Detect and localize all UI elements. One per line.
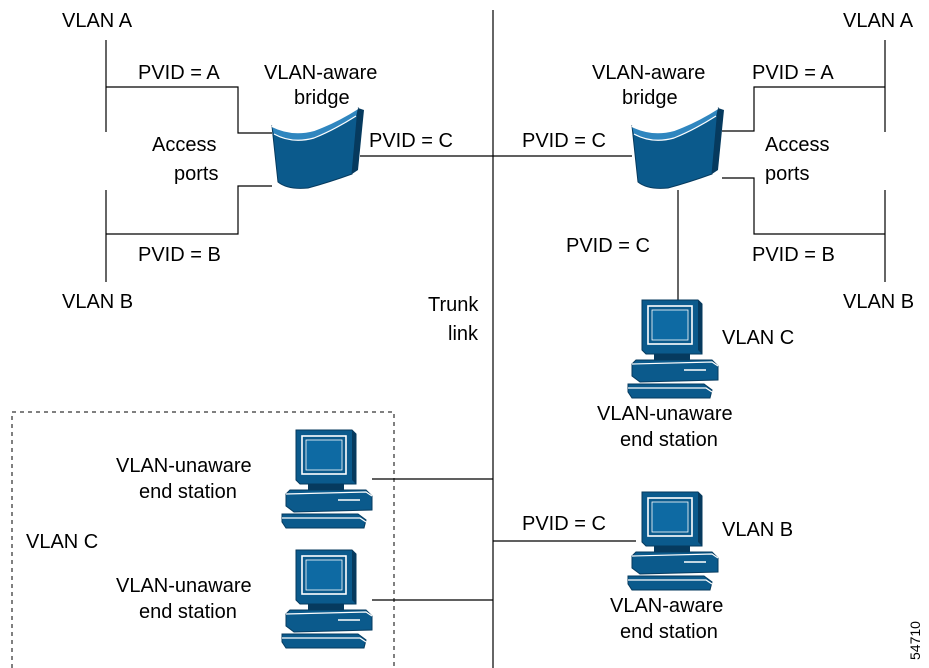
trunk-label-2: link (448, 323, 479, 345)
access-right-label-2: ports (765, 163, 809, 185)
vlan-c-box-label: VLAN C (26, 531, 98, 553)
unaware-right-label-2: end station (620, 429, 718, 451)
unaware-station-right-computer-icon (627, 299, 719, 399)
vlan-b-right-label: VLAN B (843, 291, 914, 313)
vlan-b-left-label: VLAN B (62, 291, 133, 313)
pvid-b-right-label: PVID = B (752, 244, 835, 266)
unaware-station-2-computer-icon (281, 549, 373, 649)
left-bridge-icon (271, 107, 365, 190)
unaware-box2-label-1: VLAN-unaware (116, 575, 252, 597)
pvid-c-aware-station-label: PVID = C (522, 513, 606, 535)
pvid-a-right-label: PVID = A (752, 62, 834, 84)
bridge-right-title-1: VLAN-aware (592, 62, 705, 84)
vlan-a-left-label: VLAN A (62, 10, 133, 32)
figure-number: 54710 (907, 621, 923, 660)
vlan-b-station-tag: VLAN B (722, 519, 793, 541)
vlan-a-right-label: VLAN A (843, 10, 914, 32)
aware-station-label-1: VLAN-aware (610, 595, 723, 617)
aware-station-label-2: end station (620, 621, 718, 643)
access-link-b-left (106, 185, 272, 235)
unaware-right-label-1: VLAN-unaware (597, 403, 733, 425)
aware-station-computer-icon (627, 491, 719, 591)
pvid-c-down-label: PVID = C (566, 235, 650, 257)
bridge-left-title-2: bridge (294, 87, 350, 109)
access-link-a-left (106, 86, 272, 134)
access-link-a-right (722, 86, 885, 132)
trunk-label-1: Trunk (428, 294, 479, 316)
pvid-b-left-label: PVID = B (138, 244, 221, 266)
bridge-left-title-1: VLAN-aware (264, 62, 377, 84)
unaware-box2-label-2: end station (139, 601, 237, 623)
unaware-box1-label-2: end station (139, 481, 237, 503)
right-bridge-icon (631, 107, 725, 190)
access-link-b-right (722, 177, 885, 235)
pvid-c-right-bridge-label: PVID = C (522, 130, 606, 152)
unaware-station-1-computer-icon (281, 429, 373, 529)
bridge-right-title-2: bridge (622, 87, 678, 109)
vlan-c-station-tag: VLAN C (722, 327, 794, 349)
vlan-c-group-box (11, 411, 395, 668)
access-right-label-1: Access (765, 134, 829, 156)
unaware-box1-label-1: VLAN-unaware (116, 455, 252, 477)
access-left-label-2: ports (174, 163, 218, 185)
pvid-a-left-label: PVID = A (138, 62, 220, 84)
access-left-label-1: Access (152, 134, 216, 156)
pvid-c-left-bridge-label: PVID = C (369, 130, 453, 152)
